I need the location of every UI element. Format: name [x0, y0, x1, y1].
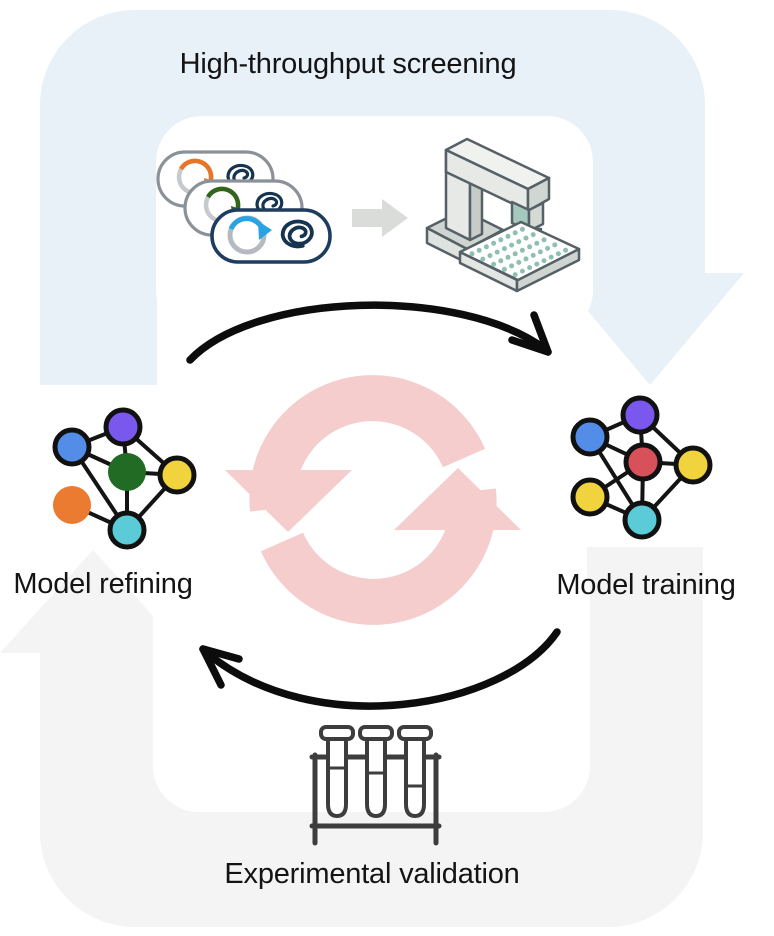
- plasmid-plates-icon: [156, 150, 332, 264]
- bottom-content-card: [153, 545, 590, 812]
- microplate-wells: [469, 226, 569, 278]
- test-tube-rack-icon: [309, 725, 442, 846]
- arrow-validation-to-refining: [199, 628, 561, 710]
- plasmid-plate-front: [210, 208, 332, 264]
- arrow-screening-to-training: [186, 301, 552, 364]
- refresh-cycle-icon: [225, 375, 521, 625]
- model-training-network-icon: [570, 395, 713, 540]
- model-refining-network-icon: [52, 407, 197, 550]
- label-model-refining: Model refining: [13, 568, 193, 600]
- top-loop-arrow: [40, 10, 744, 385]
- label-model-training: Model training: [556, 569, 736, 601]
- liquid-handler-robot-icon: [425, 137, 581, 293]
- label-experimental-validation: Experimental validation: [224, 858, 520, 890]
- transfer-arrow-icon: [352, 199, 408, 237]
- label-high-throughput-screening: High-throughput screening: [179, 48, 517, 80]
